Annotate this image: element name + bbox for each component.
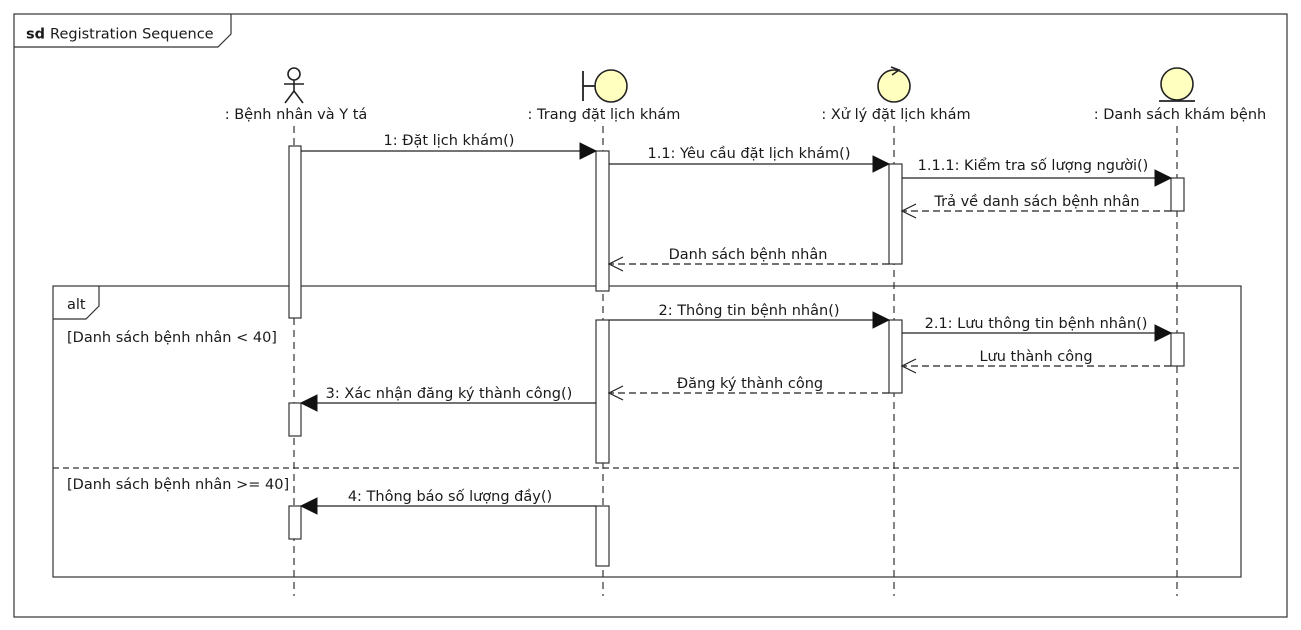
activation-list-2 <box>1170 332 1185 367</box>
message-label-8: Lưu thành công <box>979 349 1092 365</box>
alt-fragment <box>52 285 1242 578</box>
message-arrowhead-5 <box>607 256 624 272</box>
alt-guard-1: [Danh sách bệnh nhân < 40] <box>67 330 277 346</box>
alt-fragment-tab <box>53 286 100 320</box>
message-label-1: 1: Đặt lịch khám() <box>384 133 515 149</box>
message-arrowhead-11 <box>299 497 318 515</box>
lifeline-label-booking-page: : Trang đặt lịch khám <box>528 107 681 123</box>
alt-guard-2: [Danh sách bệnh nhân >= 40] <box>67 477 289 493</box>
message-label-10: 3: Xác nhận đăng ký thành công() <box>326 386 573 402</box>
message-label-9: Đăng ký thành công <box>677 376 823 392</box>
activation-list-1 <box>1170 177 1185 212</box>
activation-page-1 <box>595 150 610 292</box>
message-label-7: 2.1: Lưu thông tin bệnh nhân() <box>925 316 1148 332</box>
frame-keyword: sd <box>26 27 45 43</box>
message-label-5: Danh sách bệnh nhân <box>669 247 828 263</box>
activation-controller-2 <box>888 319 903 394</box>
control-icon <box>877 66 911 103</box>
message-arrowhead-1 <box>579 142 598 160</box>
message-label-3: 1.1.1: Kiểm tra số lượng người() <box>918 157 1149 174</box>
diagram-frame-title: sd Registration Sequence <box>26 27 214 43</box>
activation-controller-1 <box>888 163 903 265</box>
alt-operator: alt <box>67 297 86 313</box>
diagram-frame <box>13 13 1288 618</box>
message-label-11: 4: Thông báo số lượng đầy() <box>348 488 552 505</box>
lifeline-label-exam-list: : Danh sách khám bệnh <box>1094 107 1266 123</box>
actor-icon <box>284 67 304 104</box>
activation-page-3 <box>595 505 610 567</box>
frame-name: Registration Sequence <box>50 27 214 43</box>
message-arrowhead-10 <box>299 394 318 412</box>
message-arrowhead-8 <box>900 358 917 374</box>
entity-icon <box>1159 67 1195 102</box>
message-label-6: 2: Thông tin bệnh nhân() <box>658 303 839 319</box>
message-arrowhead-7 <box>1154 324 1173 342</box>
activation-patient-3 <box>288 505 302 540</box>
lifeline-label-patient: : Bệnh nhân và Y tá <box>225 107 368 123</box>
activation-patient-2 <box>288 402 302 437</box>
boundary-icon <box>582 69 628 103</box>
message-label-2: 1.1: Yêu cầu đặt lịch khám() <box>648 146 851 162</box>
activation-patient-1 <box>288 145 302 319</box>
message-arrowhead-6 <box>872 311 891 329</box>
activation-page-2 <box>595 319 610 464</box>
message-arrowhead-2 <box>872 155 891 173</box>
message-arrowhead-4 <box>900 203 917 219</box>
diagram-frame-tab <box>14 14 232 48</box>
lifeline-label-booking-controller: : Xử lý đặt lịch khám <box>821 107 970 123</box>
message-label-4: Trả về danh sách bệnh nhân <box>933 193 1139 210</box>
message-arrowhead-3 <box>1154 169 1173 187</box>
message-arrowhead-9 <box>607 385 624 401</box>
